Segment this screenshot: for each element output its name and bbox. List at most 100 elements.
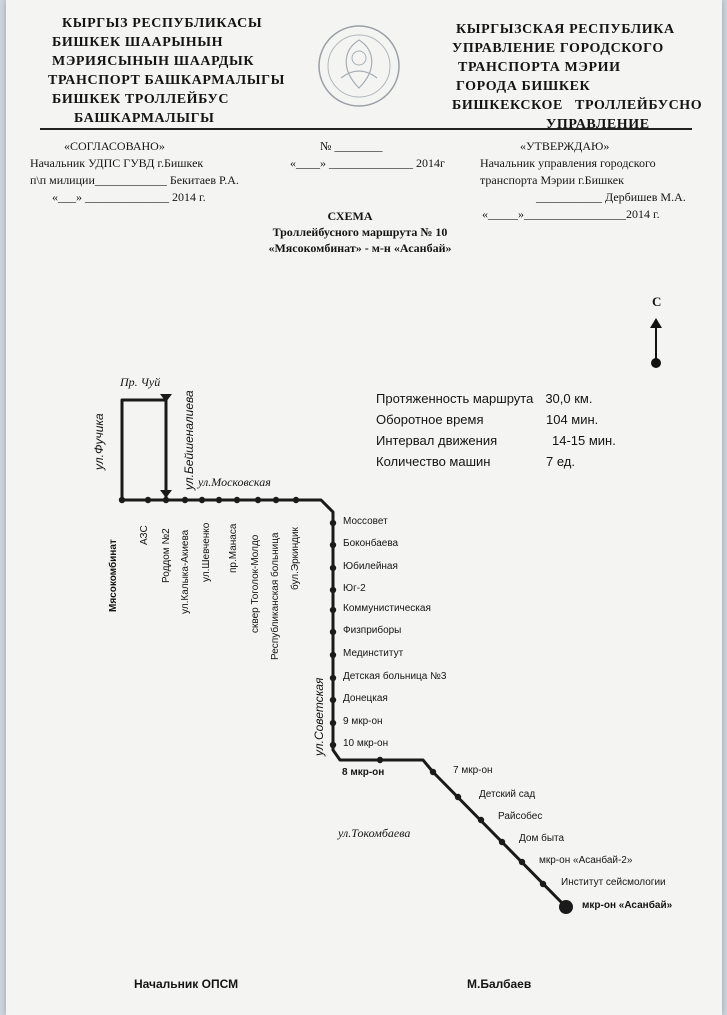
header-right-line: БИШКЕКСКОЕ ТРОЛЛЕЙБУСНО [452,98,703,113]
approval-middle-block: № ________ «____» ______________ 2014г [290,138,445,172]
stop-marker [329,719,337,727]
stop-marker [329,674,337,682]
stop-marker [292,496,300,504]
stop-marker [272,496,280,504]
stop-label-manasa: пр.Манаса [228,523,239,573]
stop-label: Институт сейсмологии [561,877,666,888]
stop-label: Райсобес [498,811,543,822]
info-row-vehicles: Количество машин 7 ед. [376,451,616,472]
stop-label: Детский сад [479,789,536,800]
state-emblem-icon [318,25,400,107]
document-date: «____» ______________ 2014г [290,156,445,170]
stop-marker [329,519,337,527]
stop-marker [498,838,506,846]
stop-marker [477,816,485,824]
header-right-line: КЫРГЫЗСКАЯ РЕСПУБЛИКА [456,22,675,37]
stop-label: Донецкая [343,693,388,704]
header-left-line: ТРАНСПОРТ БАШКАРМАЛЫГЫ [48,73,286,88]
header-left-line: БИШКЕК ТРОЛЛЕЙБУС [52,92,230,107]
street-label-fuchik: ул.Фучика [92,413,106,470]
document-page [6,0,722,1015]
stop-label: Коммунистическая [343,603,431,614]
approval-right-line: ___________ Дербишев М.А. [536,190,686,204]
stop-label: Моссовет [343,516,388,527]
street-label-sovetskaya: ул.Советская [312,677,326,756]
approval-right-line: транспорта Мэрии г.Бишкек [480,173,624,187]
info-label: Количество машин [376,454,491,469]
stop-marker [329,651,337,659]
street-label-beishenalieva: ул.Бейшеналиева [182,390,196,490]
street-label-tokombaeva: ул.Токомбаева [338,826,411,840]
stop-marker [454,793,462,801]
header-right-line: УПРАВЛЕНИЕ ГОРОДСКОГО [452,41,664,56]
stop-marker [215,496,223,504]
header-left-line: БАШКАРМАЛЫГЫ [74,111,215,126]
stop-marker [329,541,337,549]
stop-label: Дом быта [519,833,565,844]
agreed-heading: «СОГЛАСОВАНО» [64,139,165,153]
stop-label-kalyka-akieva: ул.Калыка-Акиева [180,529,191,614]
stop-marker [254,496,262,504]
stop-marker [144,496,152,504]
stop-marker [198,496,206,504]
stop-label: мкр-он «Асанбай-2» [539,855,633,866]
approval-left-line: п\п милиции____________ Бекитаев Р.А. [30,173,239,187]
compass-label: С [652,294,662,309]
stop-label: Детская больница №3 [343,671,447,682]
info-label: Интервал движения [376,433,498,448]
stop-label: Мединститут [343,648,404,659]
stop-label-togolok-moldo: сквер Тоголок-Молдо [250,534,261,633]
scheme-title: СХЕМА Троллейбусного маршрута № 10 «Мясо… [220,208,500,256]
stop-label-erkindik: бул.Эркиндик [290,527,301,590]
stop-label-resp-hospital: Республиканская больница [270,532,281,660]
stop-label: Физприборы [343,625,402,636]
info-value: 14-15 мин. [552,433,616,448]
approval-left-block: «СОГЛАСОВАНО» Начальник УДПС ГУВД г.Бишк… [30,138,239,206]
info-row-interval: Интервал движения 14-15 мин. [376,430,616,451]
header-left-block: КЫРГЫЗ РЕСПУБЛИКАСЫ БИШКЕК ШААРЫНЫН МЭРИ… [48,14,285,128]
info-label: Протяженность маршрута [376,391,534,406]
document-number: № ________ [320,139,383,153]
header-divider [40,128,692,130]
footer-position: Начальник ОПСМ [134,977,239,991]
info-row-length: Протяженность маршрута 30,0 км. [376,388,616,409]
title-line-3: «Мясокомбинат» - м-н «Асанбай» [268,241,452,255]
stop-marker [429,768,437,776]
street-label-chuy: Пр. Чуй [120,375,161,389]
stop-label-azs: АЗС [139,525,150,545]
stop-marker [181,496,189,504]
stop-label: Юбилейная [343,561,398,572]
header-right-line: ГОРОДА БИШКЕК [456,79,591,94]
stop-label: 9 мкр-он [343,716,383,727]
stop-marker [329,628,337,636]
stop-label: 7 мкр-он [453,765,493,776]
stop-marker [329,564,337,572]
stop-label: Юг-2 [343,583,366,594]
direction-arrow [160,394,172,402]
stop-marker [233,496,241,504]
stop-label-roddom: Роддом №2 [161,528,172,583]
direction-arrow [160,490,172,498]
approval-left-line: Начальник УДПС ГУВД г.Бишкек [30,156,204,170]
stop-marker [329,606,337,614]
stop-marker [329,741,337,749]
stop-marker [376,756,384,764]
approval-left-line: «___» ______________ 2014 г. [52,190,206,204]
north-arrow-icon [650,318,662,368]
stop-marker [518,858,526,866]
stop-marker [162,496,170,504]
stop-label-8mkr: 8 мкр-он [342,767,385,778]
info-value: 30,0 км. [545,391,593,406]
stop-label: 10 мкр-он [343,738,389,749]
header-left-line: МЭРИЯСЫНЫН ШААРДЫК [52,54,255,69]
stop-marker [118,496,126,504]
route-line [120,398,168,500]
approval-right-block: «УТВЕРЖДАЮ» Начальник управления городск… [480,138,686,223]
stop-label-myasokombinat: Мясокомбинат [108,539,119,612]
title-line-2: Троллейбусного маршрута № 10 [272,225,448,239]
info-value: 7 ед. [546,454,575,469]
title-line-1: СХЕМА [327,209,373,223]
stop-label-shevchenko: ул.Шевченко [201,522,212,582]
